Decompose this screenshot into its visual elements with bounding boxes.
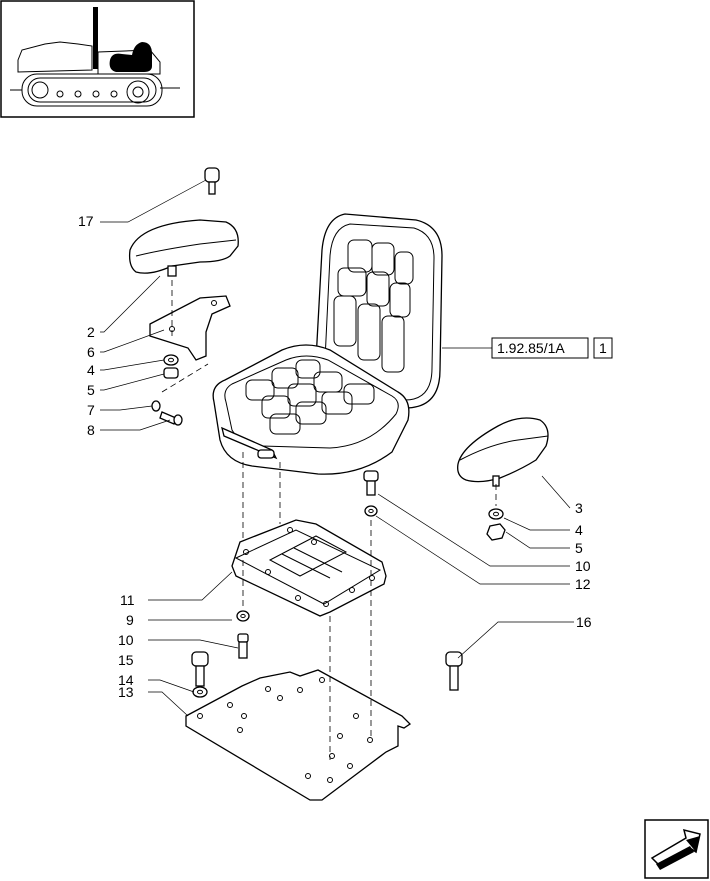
callout-12: 12	[575, 576, 591, 592]
callout-10-left: 10	[118, 632, 134, 648]
slide-plate-fasteners	[191, 610, 250, 698]
callout-4-right: 4	[575, 522, 583, 538]
reference-page: 1	[599, 340, 607, 356]
left-armrest	[128, 219, 239, 277]
seat-cushion	[212, 344, 410, 475]
right-armrest	[457, 417, 549, 487]
callout-9: 9	[126, 612, 134, 628]
callout-5-right: 5	[575, 540, 583, 556]
tractor-seat-location-icon	[0, 0, 195, 118]
callout-13: 13	[118, 684, 134, 700]
leader-lines	[100, 179, 574, 717]
callout-labels: 17 2 6 4 5 7 8 3 4 5 10 12 11 9 10 15 14…	[78, 213, 592, 700]
callout-2: 2	[87, 324, 95, 340]
base-plate	[185, 669, 412, 801]
callout-3: 3	[575, 500, 583, 516]
callout-4: 4	[87, 362, 95, 378]
left-armrest-bracket	[149, 295, 231, 361]
reference-code: 1.92.85/1A	[497, 340, 565, 356]
assembly-lines	[161, 280, 497, 760]
slide-plate	[231, 519, 387, 617]
callout-14: 14	[118, 672, 134, 688]
callout-8: 8	[87, 422, 95, 438]
callout-11: 11	[120, 592, 135, 608]
reference-box[interactable]: 1.92.85/1A 1	[491, 337, 613, 359]
callout-15: 15	[118, 652, 134, 668]
callout-17: 17	[78, 213, 94, 229]
callout-7: 7	[87, 402, 95, 418]
right-fasteners	[363, 470, 506, 691]
callout-10-right: 10	[575, 558, 591, 574]
callout-16: 16	[576, 614, 592, 630]
left-fasteners	[151, 167, 220, 426]
callout-6: 6	[87, 344, 95, 360]
callout-5: 5	[87, 382, 95, 398]
next-page-arrow-icon[interactable]	[644, 819, 709, 879]
